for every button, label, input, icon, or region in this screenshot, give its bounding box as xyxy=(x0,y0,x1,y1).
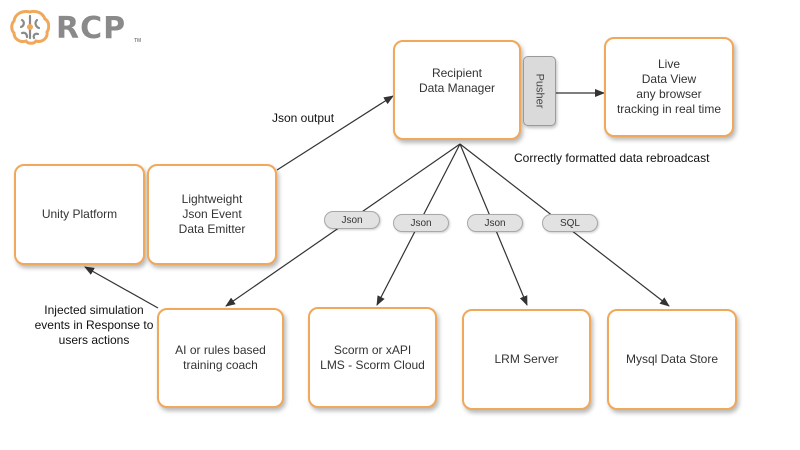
edge-coach-to-unity xyxy=(84,266,159,309)
node-json-event-emitter: Lightweight Json Event Data Emitter xyxy=(147,164,277,265)
pusher-label: Pusher xyxy=(533,73,546,109)
node-live-data-view-label: Live Data View any browser tracking in r… xyxy=(616,57,722,116)
pusher-connector: Pusher xyxy=(523,56,556,126)
node-unity-platform-label: Unity Platform xyxy=(41,207,118,221)
annotation-json-output: Json output xyxy=(272,111,335,125)
edge-label-json-lms: Json xyxy=(393,214,449,232)
brand-name: RCP xyxy=(56,11,127,46)
node-live-data-view: Live Data View any browser tracking in r… xyxy=(604,37,734,137)
node-mysql-data-store: Mysql Data Store xyxy=(607,309,737,410)
node-unity-platform: Unity Platform xyxy=(14,164,145,265)
node-recipient-data-manager-label: Recipient Data Manager xyxy=(418,66,496,95)
node-training-coach: AI or rules based training coach xyxy=(157,308,284,408)
brain-logo-icon xyxy=(10,9,50,45)
brand-trademark: TM xyxy=(134,38,142,44)
node-training-coach-label: AI or rules based training coach xyxy=(175,343,266,372)
node-mysql-data-store-label: Mysql Data Store xyxy=(625,352,719,366)
node-json-event-emitter-label: Lightweight Json Event Data Emitter xyxy=(178,192,246,236)
edge-label-json-lrm: Json xyxy=(467,214,523,232)
annotation-rebroadcast: Correctly formatted data rebroadcast xyxy=(514,151,710,165)
node-lms-scorm-cloud-label: Scorm or xAPI LMS - Scorm Cloud xyxy=(320,342,425,372)
edge-emitter-to-manager xyxy=(276,95,394,171)
rcp-logo: RCP TM xyxy=(10,8,150,50)
edge-label-sql-mysql: SQL xyxy=(542,214,598,232)
node-lms-scorm-cloud: Scorm or xAPI LMS - Scorm Cloud xyxy=(308,307,437,408)
node-lrm-server-label: LRM Server xyxy=(494,352,559,366)
edge-label-json-coach: Json xyxy=(324,211,380,229)
node-recipient-data-manager: Recipient Data Manager xyxy=(393,40,521,140)
node-lrm-server: LRM Server xyxy=(462,309,591,410)
annotation-injected-events: Injected simulation events in Response t… xyxy=(34,303,154,347)
